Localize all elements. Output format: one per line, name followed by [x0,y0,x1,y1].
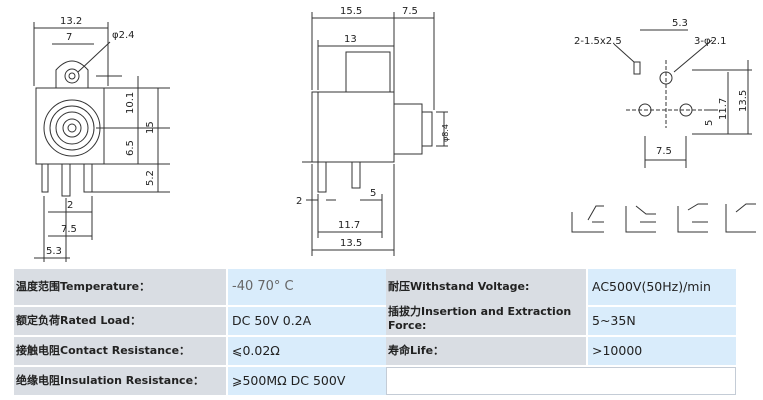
withstand-label: 耐压Withstand Voltage: [386,269,586,305]
dim-101: 10.1 [125,92,136,114]
dim-117: 11.7 [338,220,360,231]
dim-13: 13 [344,34,357,45]
temperature-label: 温度范围Temperature： [14,269,226,305]
rated-load-value: DC 50V 0.2A [228,307,386,335]
dim-84: φ8.4 [441,124,450,142]
contact-label: 接触电阻Contact Resistance： [14,337,226,365]
side-dimension-labels: 15.5 7.5 13 φ8.4 2 5 11.7 13.5 [296,6,450,249]
rated-load-label: 额定负荷Rated Load： [14,307,226,335]
insulation-label: 绝缘电阻Insulation Resistance： [14,367,226,395]
side-view [302,12,448,256]
dim-side-5: 5 [370,188,376,199]
dim-15: 15 [145,121,156,134]
front-dimension-labels: 13.2 7 φ2.4 10.1 15 6.5 5.2 2 7.5 5.3 [46,16,156,257]
dim-ear: 7 [66,32,72,43]
dim-155: 15.5 [340,6,362,17]
dim-pcb-117: 11.7 [718,98,729,120]
technical-drawing: 13.2 7 φ2.4 10.1 15 6.5 5.2 2 7.5 5.3 15… [33,6,756,262]
empty-cell [386,367,736,395]
life-label: 寿命Life： [386,337,586,365]
dim-75: 7.5 [61,224,77,235]
dim-width: 13.2 [60,16,82,27]
dim-65: 6.5 [125,140,136,156]
dim-pcb-53: 5.3 [672,18,688,29]
insulation-value: ⩾500MΩ DC 500V [228,367,386,395]
insertion-label: 插拔力Insertion and Extraction Force: [386,303,586,335]
withstand-value: AC500V(50Hz)/min [588,269,736,305]
front-view [33,22,170,262]
temperature-value: -40 70° C [228,269,386,305]
pcb-dimension-labels: 2-1.5x2.5 5.3 3-φ2.1 13.5 11.7 5 7.5 [574,18,749,157]
insertion-value: 5~35N [588,307,736,335]
dim-53: 5.3 [46,246,62,257]
dim-holes: 3-φ2.1 [694,36,726,47]
dim-hole: φ2.4 [112,30,135,41]
dim-side-75: 7.5 [402,6,418,17]
dim-52: 5.2 [145,170,156,186]
dim-pcb-5: 5 [704,120,715,126]
dim-135: 13.5 [340,238,362,249]
dim-pcb-135: 13.5 [738,90,749,112]
pcb-layout [571,29,756,233]
life-value: >10000 [588,337,736,365]
contact-value: ⩽0.02Ω [228,337,386,365]
dim-side-2: 2 [296,196,302,207]
spec-table: 温度范围Temperature： -40 70° C 耐压Withstand V… [14,269,736,396]
dim-2: 2 [67,200,73,211]
dim-pcb-75: 7.5 [656,146,672,157]
dim-slot: 2-1.5x2.5 [574,36,622,47]
